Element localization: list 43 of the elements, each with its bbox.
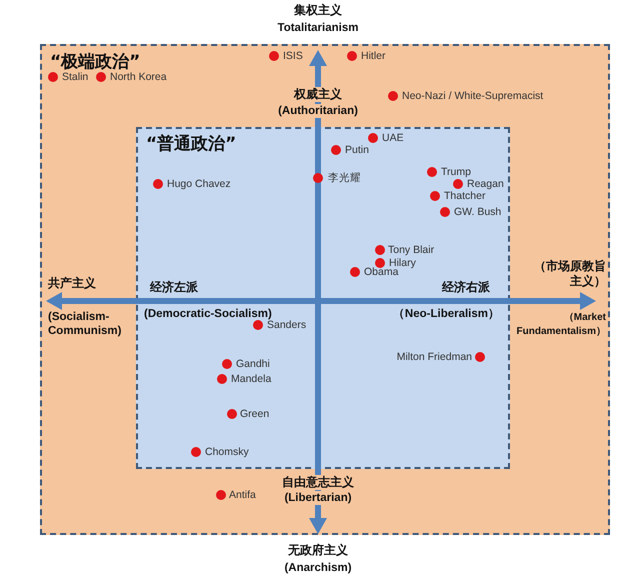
- point-label: Sanders: [267, 318, 306, 332]
- region-title: “普通政治”: [146, 134, 236, 154]
- region-title: “极端政治”: [50, 52, 140, 72]
- region-box: [40, 44, 610, 535]
- point-label: Putin: [345, 144, 369, 156]
- axis-label: 集权主义: [294, 3, 342, 18]
- axis-label: (Anarchism): [284, 561, 352, 575]
- point-label: GW. Bush: [454, 206, 502, 218]
- point-label: Thatcher: [444, 190, 486, 202]
- point-label: Antifa: [229, 488, 256, 502]
- point-label: 李光耀: [328, 172, 361, 184]
- point-label: Gandhi: [236, 358, 270, 370]
- point-label: Hugo Chavez: [167, 178, 231, 190]
- point-label: Trump: [441, 166, 471, 178]
- axis-label: 共产主义: [48, 276, 96, 291]
- point-label: Chomsky: [205, 446, 249, 458]
- axis-label: (Socialism- Communism): [48, 310, 122, 338]
- point-label: Reagan: [467, 178, 504, 190]
- axis-label: （市场原教旨主义）: [534, 259, 606, 289]
- axis-label: 无政府主义: [288, 543, 348, 558]
- axis-label: 经济左派: [150, 280, 198, 295]
- point-label: Neo-Nazi / White-Supremacist: [402, 90, 544, 102]
- axis-label: 权威主义: [292, 87, 344, 102]
- axis-label: 自由意志主义: [280, 475, 356, 490]
- axis-label: (Libertarian): [282, 491, 354, 505]
- point-label: Stalin: [62, 70, 88, 84]
- axis-label: (Authoritarian): [276, 104, 360, 118]
- axis-label: （Neo-Liberalism）: [392, 307, 500, 321]
- region-box: [136, 127, 510, 469]
- point-label: Mandela: [231, 372, 272, 386]
- axis-label: （Market Fundamentalism）: [516, 311, 606, 339]
- point-label: ISIS: [283, 50, 303, 62]
- point-label: Tony Blair: [388, 244, 434, 256]
- axis-label: (Democratic-Socialism): [144, 307, 272, 320]
- point-label: Green: [240, 408, 270, 420]
- point-label: Hilary: [389, 256, 416, 268]
- point-label: Milton Friedman: [396, 350, 472, 364]
- axis-label: Totalitarianism: [278, 21, 358, 35]
- point-label: Obama: [364, 266, 398, 278]
- point-label: UAE: [382, 132, 404, 144]
- point-label: North Korea: [110, 70, 167, 84]
- point-label: Hitler: [361, 50, 386, 62]
- axis-label: 经济右派: [442, 280, 490, 295]
